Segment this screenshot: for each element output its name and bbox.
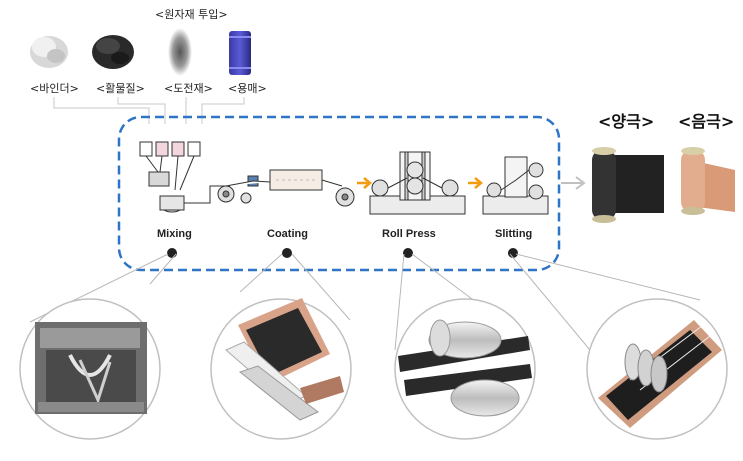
rollpress-dot [403,248,413,258]
mixing-detail [19,298,161,440]
arrow-press-to-slitting [468,177,483,189]
step-slitting-label: Slitting [495,228,533,240]
active-material-label: <활물질> [96,82,145,95]
anode-roll-icon [681,147,735,215]
slitting-detail [586,298,728,440]
mixing-dot [167,248,177,258]
black-powder-icon [92,35,134,69]
feed-lines [53,97,245,124]
blue-drum-icon [229,31,251,75]
binder-label: <바인더> [30,82,79,95]
step-mixing-label: Mixing [157,228,192,240]
slitting-machine [482,156,549,215]
cathode-label: <양극> [598,112,655,131]
gray-powder-icon [168,28,192,76]
roll-press-machine [369,151,466,215]
white-powder-icon [30,36,68,68]
raw-material-title: <원자재 투입> [155,8,228,21]
coating-detail [210,298,352,440]
mixing-machine [139,141,230,213]
arrow-coating-to-press [357,177,372,189]
arrow-to-products [561,176,586,190]
solvent-label: <용매> [228,82,267,95]
roll-press-detail [394,298,536,440]
conductive-agent-label: <도전재> [164,82,213,95]
step-roll-press-label: Roll Press [382,228,436,240]
process-frame [117,115,561,272]
cathode-roll-icon [592,147,664,223]
coating-dot [282,248,292,258]
coating-machine [217,169,355,207]
anode-label: <음극> [678,112,735,131]
step-coating-label: Coating [267,228,308,240]
slitting-dot [508,248,518,258]
